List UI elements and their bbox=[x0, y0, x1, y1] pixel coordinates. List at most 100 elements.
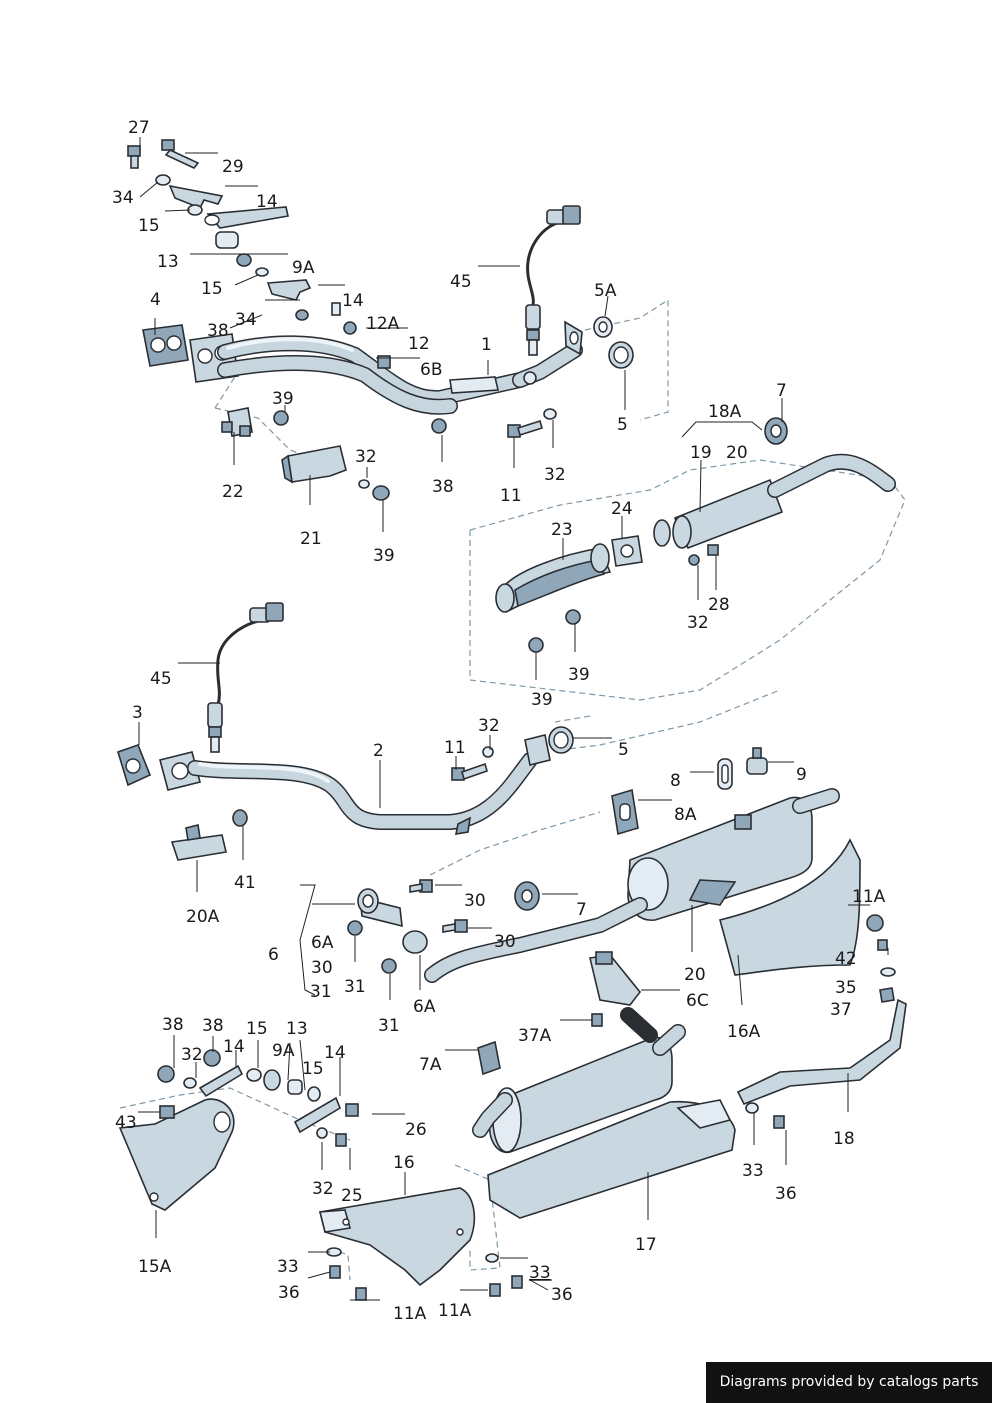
heat-shield-16A bbox=[719, 838, 861, 976]
nut-39 bbox=[273, 410, 289, 426]
callout-45: 45 bbox=[450, 272, 472, 292]
callout-9A: 9A bbox=[272, 1041, 295, 1061]
oxygen-sensor-45-upper bbox=[525, 205, 581, 356]
callout-22: 22 bbox=[222, 482, 244, 502]
right-fasteners bbox=[866, 914, 896, 1003]
callout-8: 8 bbox=[670, 771, 681, 791]
bolt-43 bbox=[159, 1105, 175, 1119]
bracket-22-assembly bbox=[221, 407, 447, 501]
nut-38c bbox=[157, 1065, 175, 1083]
spacer-14 bbox=[331, 302, 341, 316]
callout-12: 12 bbox=[408, 334, 430, 354]
clip-37 bbox=[879, 987, 895, 1003]
washer-32e bbox=[183, 1077, 197, 1089]
callout-21: 21 bbox=[300, 529, 322, 549]
heat-shield-16 bbox=[318, 1187, 523, 1301]
callout-3: 3 bbox=[132, 703, 143, 723]
callout-18: 18 bbox=[833, 1129, 855, 1149]
rubber-9Ab bbox=[263, 1069, 281, 1091]
callout-20A: 20A bbox=[186, 907, 220, 927]
bracket-14d bbox=[293, 1096, 341, 1134]
callout-39: 39 bbox=[568, 665, 590, 685]
rear-bracket-18 bbox=[736, 998, 907, 1129]
callout-6A: 6A bbox=[311, 933, 334, 953]
bolt-36c bbox=[511, 1275, 523, 1289]
callout-37A: 37A bbox=[518, 1026, 552, 1046]
front-pipe-1 bbox=[142, 320, 583, 415]
washer-32d bbox=[482, 746, 494, 758]
callout-11A: 11A bbox=[438, 1301, 472, 1321]
clamp-6Ab bbox=[402, 930, 428, 954]
bolt-36a bbox=[329, 1265, 341, 1279]
callout-15: 15 bbox=[246, 1019, 268, 1039]
callout-14: 14 bbox=[324, 1043, 346, 1063]
callout-43: 43 bbox=[115, 1113, 137, 1133]
callout-35: 35 bbox=[835, 978, 857, 998]
rear-hangers bbox=[514, 747, 768, 911]
nut-15 bbox=[236, 253, 252, 267]
callout-6C: 6C bbox=[686, 991, 709, 1011]
callout-28: 28 bbox=[708, 595, 730, 615]
callout-15: 15 bbox=[201, 279, 223, 299]
callout-38: 38 bbox=[202, 1016, 224, 1036]
washer-15c bbox=[246, 1068, 262, 1082]
nut-39d bbox=[528, 637, 544, 653]
nut-38 bbox=[431, 418, 447, 434]
nut-39c bbox=[565, 609, 581, 625]
callout-7: 7 bbox=[576, 900, 587, 920]
callout-5: 5 bbox=[617, 415, 628, 435]
nut-34 bbox=[295, 309, 309, 321]
bolt-37A bbox=[591, 1013, 603, 1027]
callout-31: 31 bbox=[378, 1016, 400, 1036]
seal-rings-5 bbox=[593, 316, 634, 369]
rubber-mount-13 bbox=[215, 231, 239, 249]
callout-34: 34 bbox=[112, 188, 134, 208]
nut-31b bbox=[381, 958, 397, 974]
callout-33: 33 bbox=[277, 1257, 299, 1277]
callout-30: 30 bbox=[494, 932, 516, 952]
lower-hanger-assembly bbox=[118, 1049, 359, 1211]
callout-26: 26 bbox=[405, 1120, 427, 1140]
callout-2: 2 bbox=[373, 741, 384, 761]
rubber-ring-7A bbox=[477, 1040, 501, 1076]
bracket-14c bbox=[198, 1064, 244, 1098]
callout-15A: 15A bbox=[138, 1257, 172, 1277]
bracket-15A bbox=[118, 1098, 235, 1211]
callout-13: 13 bbox=[286, 1019, 308, 1039]
callout-31: 31 bbox=[344, 977, 366, 997]
washer-34 bbox=[155, 174, 171, 186]
callout-42: 42 bbox=[835, 949, 857, 969]
credit-banner: Diagrams provided by catalogs parts bbox=[706, 1362, 992, 1403]
callout-18A: 18A bbox=[708, 402, 742, 422]
rear-silencer-20 bbox=[424, 788, 861, 1027]
callout-labels: 27 29 34 14 15 13 9A 15 14 4 38 34 12A 1… bbox=[112, 118, 886, 1324]
callout-39: 39 bbox=[373, 546, 395, 566]
clamp-6-assembly bbox=[347, 879, 468, 974]
bolt-36b bbox=[773, 1115, 785, 1129]
nut-38d bbox=[203, 1049, 221, 1067]
callout-11A: 11A bbox=[852, 887, 886, 907]
bolt-26 bbox=[345, 1103, 359, 1117]
callout-6A: 6A bbox=[413, 997, 436, 1017]
callout-11: 11 bbox=[444, 738, 466, 758]
callout-33: 33 bbox=[529, 1263, 551, 1283]
callout-11: 11 bbox=[500, 486, 522, 506]
nut-41 bbox=[232, 809, 248, 827]
bolt-11Ab bbox=[355, 1287, 367, 1301]
callout-30: 30 bbox=[464, 891, 486, 911]
clamp-9A bbox=[266, 279, 312, 301]
center-section bbox=[495, 417, 896, 653]
callout-39: 39 bbox=[531, 690, 553, 710]
heat-shield-16-body bbox=[319, 1187, 476, 1287]
front-pipe-2 bbox=[117, 726, 574, 861]
bracket-18 bbox=[736, 998, 907, 1106]
bolt-25 bbox=[335, 1133, 347, 1147]
bolt-27-head bbox=[127, 145, 141, 157]
upper-hanger-assembly bbox=[127, 139, 357, 335]
callout-34: 34 bbox=[235, 310, 257, 330]
washer-15d bbox=[307, 1086, 321, 1102]
bolt-11Ac bbox=[489, 1283, 501, 1297]
washer-35 bbox=[880, 967, 896, 977]
callout-36: 36 bbox=[775, 1184, 797, 1204]
callout-32: 32 bbox=[544, 465, 566, 485]
